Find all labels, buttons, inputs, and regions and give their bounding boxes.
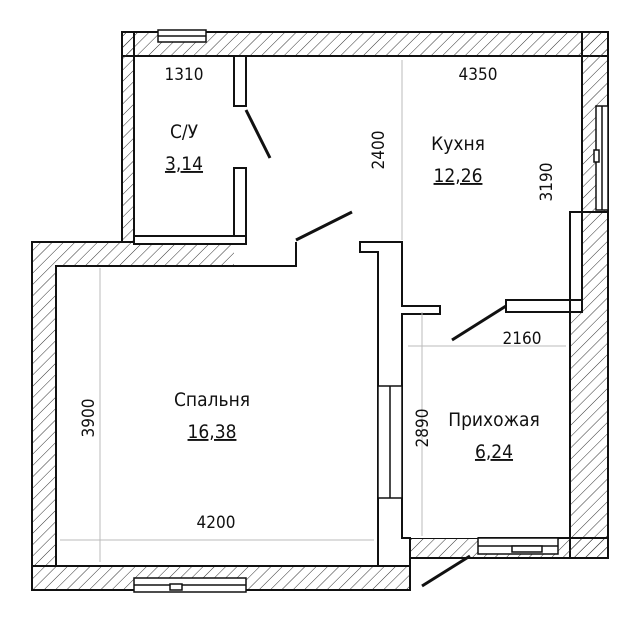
wall-wc-kitchen-lower	[233, 167, 247, 243]
room-name-hall: Прихожая	[448, 409, 540, 431]
wall-kitchen-hall-stub	[505, 299, 571, 313]
window-hall-bottom	[477, 537, 559, 555]
wall-wc-kitchen-upper	[233, 55, 247, 107]
dim-bedroom-width: 4200	[197, 513, 236, 533]
dim-kitchen-width: 4350	[459, 65, 498, 85]
dim-bedroom-height: 3900	[79, 399, 99, 438]
dim-hall-height: 2890	[413, 409, 433, 448]
outline-inner-bedroom	[55, 242, 378, 567]
outline-outer	[31, 31, 609, 591]
dim-kitchen-depth-right: 3190	[537, 163, 557, 202]
room-name-kitchen: Кухня	[431, 133, 485, 155]
floor-wc	[134, 56, 234, 242]
room-name-wc: С/У	[170, 121, 199, 143]
door-corridor	[295, 210, 353, 242]
outline-inner-wc	[133, 55, 234, 242]
wall-wc-bottom	[133, 235, 247, 245]
window-bedroom-bottom	[133, 577, 247, 593]
room-name-bedroom: Спальня	[174, 389, 250, 411]
room-area-bedroom: 16,38	[188, 421, 237, 443]
room-area-kitchen: 12,26	[434, 165, 483, 187]
room-area-hall: 6,24	[475, 441, 513, 463]
dim-hall-width: 2160	[503, 329, 542, 349]
door-entrance	[421, 554, 471, 588]
window-wc	[157, 29, 207, 43]
windows	[133, 29, 609, 593]
wall-wc-left	[121, 31, 135, 243]
dimension-labels: 1310 4350 2400 3190 3900 4200 2160 2890	[79, 65, 557, 533]
room-floors	[56, 56, 582, 566]
window-bedroom-hall	[377, 385, 403, 499]
window-kitchen	[593, 105, 609, 211]
floor-hall	[402, 312, 570, 538]
room-area-wc: 3,14	[165, 153, 203, 175]
floor-bedroom	[56, 266, 378, 566]
room-labels: С/У 3,14 Кухня 12,26 Спальня 16,38 Прихо…	[165, 121, 540, 463]
dim-kitchen-depth-left: 2400	[369, 131, 389, 170]
door-wc	[244, 109, 272, 159]
door-kitchen-hall	[451, 304, 507, 342]
dimension-guides	[60, 60, 566, 562]
dim-wc-width: 1310	[165, 65, 204, 85]
doors	[244, 109, 507, 588]
